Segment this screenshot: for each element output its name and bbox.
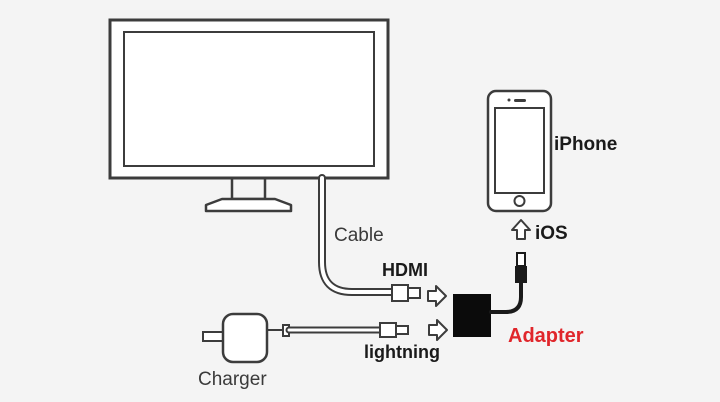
ios-insert-arrow — [511, 219, 531, 240]
monitor-screen — [123, 31, 375, 167]
hdmi-cable — [318, 174, 421, 302]
label-charger: Charger — [198, 369, 267, 390]
label-cable: Cable — [334, 225, 384, 246]
charger — [202, 312, 269, 364]
iphone-camera — [507, 98, 511, 102]
charger-prong — [202, 331, 225, 342]
adapter — [453, 294, 491, 337]
label-adapter: Adapter — [508, 325, 584, 347]
iphone-home-button — [513, 195, 526, 207]
adapter-cable — [489, 281, 523, 314]
monitor-base — [204, 197, 293, 213]
iphone-screen — [494, 107, 545, 194]
hdmi-plug-tip — [407, 287, 421, 299]
lightning-plug-housing — [379, 322, 397, 338]
label-lightning: lightning — [364, 342, 440, 362]
monitor-neck — [230, 178, 267, 201]
lightning-plug-tip — [395, 325, 409, 335]
iphone — [486, 89, 553, 213]
charger-body — [221, 312, 269, 364]
iphone-speaker — [514, 99, 526, 102]
lightning-insert-arrow — [428, 319, 448, 341]
adapter-lightning-plug — [515, 252, 527, 283]
lightning-cable — [267, 322, 409, 338]
hdmi-insert-arrow — [427, 285, 447, 307]
hdmi-plug-housing — [391, 284, 409, 302]
label-ios: iOS — [535, 223, 568, 244]
label-iphone: iPhone — [554, 134, 618, 155]
monitor — [108, 18, 390, 213]
label-hdmi: HDMI — [382, 260, 428, 280]
